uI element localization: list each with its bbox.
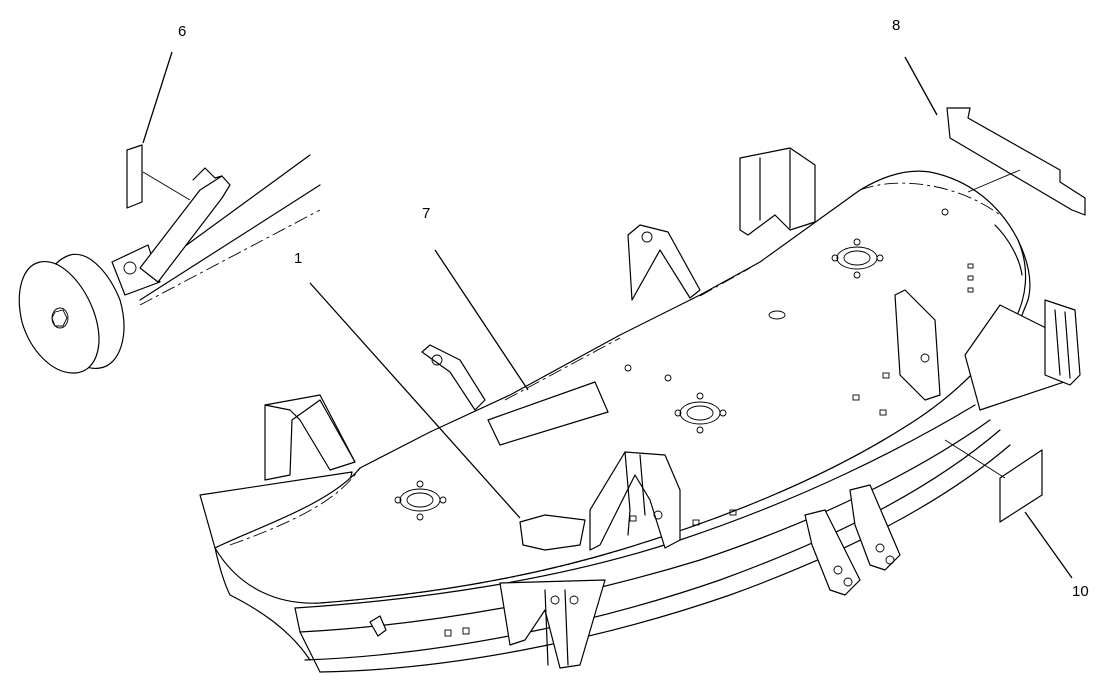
- deck-slots: [444, 263, 974, 637]
- mower-deck: [199, 170, 1031, 673]
- gauge-wheel-assembly: [18, 154, 321, 374]
- decal-6: [126, 144, 143, 209]
- leader-lines: [142, 51, 1073, 579]
- callout-7: 7: [422, 205, 430, 222]
- decal-1: [519, 514, 586, 551]
- decal-10: [999, 449, 1043, 523]
- callout-1: 1: [294, 250, 302, 267]
- spindle-holes: [394, 208, 949, 521]
- callout-6: 6: [178, 23, 186, 40]
- callout-10: 10: [1072, 583, 1089, 600]
- decal-7: [487, 381, 609, 446]
- callout-8: 8: [892, 17, 900, 34]
- mounting-brackets: [264, 147, 1081, 669]
